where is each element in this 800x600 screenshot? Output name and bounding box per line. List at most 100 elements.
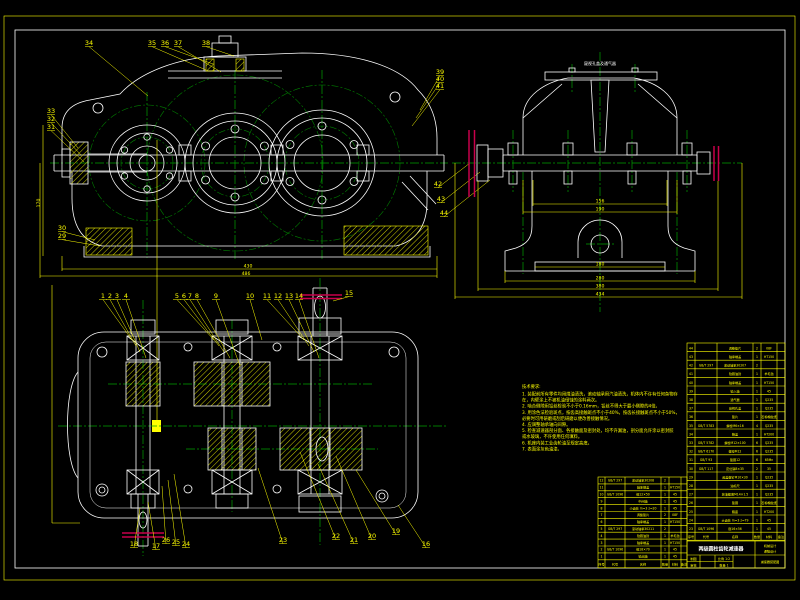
bom-cell: 45 xyxy=(767,389,771,393)
bom-cell: 1 xyxy=(756,355,758,359)
bom-cell: 2 xyxy=(756,346,758,350)
bom-header: 材料 xyxy=(672,561,678,566)
bom-cell: 羊毛毡 xyxy=(764,371,773,376)
dim-label: 430 xyxy=(244,264,253,270)
bom-cell: Q235 xyxy=(765,441,773,445)
bom-header: 序号 xyxy=(688,534,694,539)
bom-cell: 1 xyxy=(664,493,666,497)
callout-1: 1 xyxy=(101,292,105,300)
bom-cell: 23 xyxy=(689,527,693,531)
bom-cell: 3 xyxy=(601,541,603,545)
bom-cell: 45 xyxy=(673,555,677,559)
bom-cell: 垫圈 xyxy=(732,500,738,505)
bom-cell: 起盖螺钉M10×30 xyxy=(722,474,748,479)
callout-22: 22 xyxy=(332,532,340,540)
bom-cell: 36 xyxy=(689,415,693,419)
bom-cell: Q235 xyxy=(765,424,773,428)
frame-outer xyxy=(3,15,796,581)
bom-cell: 24 xyxy=(689,518,693,522)
callout-13: 13 xyxy=(285,292,293,300)
bom-cell: HT150 xyxy=(670,520,680,524)
bom-cell: 调整垫片 xyxy=(729,345,741,350)
bom-cell: 42 xyxy=(689,364,693,368)
bom-cell: 35 xyxy=(767,467,771,471)
bom-cell: 轴承端盖 xyxy=(637,540,649,545)
bom-cell: 39 xyxy=(689,389,693,393)
bom-cell: 1 xyxy=(756,493,758,497)
bom-cell: 螺栓M12×100 xyxy=(724,440,745,445)
bom-cell: 40 xyxy=(689,381,693,385)
bom-cell: 毡圈油封 xyxy=(729,371,741,376)
callout-12: 12 xyxy=(274,292,282,300)
bom-cell: 32 xyxy=(689,450,693,454)
bom-cell: 4 xyxy=(756,424,758,428)
bom-cell: 2 xyxy=(601,548,603,552)
callout-40: 40 xyxy=(436,75,444,83)
bom-cell: 45 xyxy=(767,518,771,522)
callout-21: 21 xyxy=(350,536,358,544)
bom-cell: GB/T 1096 xyxy=(607,493,623,497)
bom-cell: 螺栓M6×16 xyxy=(726,423,743,428)
callout-36: 36 xyxy=(161,39,169,47)
bom-header: 材料 xyxy=(766,534,772,539)
callout-24: 24 xyxy=(182,540,190,548)
bom-cell: 30 xyxy=(689,467,693,471)
bom-cell: 28 xyxy=(689,484,693,488)
bom-cell: GB/T 5782 xyxy=(698,441,714,445)
callout-8: 8 xyxy=(195,292,199,300)
dim-label: 380 xyxy=(596,284,605,290)
bom-cell: 轴承端盖 xyxy=(637,485,649,490)
bom-cell: 43 xyxy=(689,355,693,359)
technical-notes: 技术要求:1. 装配前所有零件均用煤油清洗，滚动轴承用汽油清洗，机体内不许有任何… xyxy=(522,383,680,452)
bom-cell: HT150 xyxy=(670,486,680,490)
callout-43: 43 xyxy=(437,195,445,203)
drafter-label: 制图 xyxy=(690,556,696,561)
callout-14: 14 xyxy=(295,292,303,300)
note-line: 4. 应调整轴承轴向间隙。 xyxy=(522,421,570,428)
bom-cell: 1 xyxy=(756,527,758,531)
callout-11: 11 xyxy=(263,292,271,300)
bom-cell: Q235 xyxy=(765,450,773,454)
callout-37: 37 xyxy=(174,39,182,47)
bom-cell: 垫圈12 xyxy=(730,457,740,462)
bom-cell: 37 xyxy=(689,407,693,411)
bom-cell: 调整垫片 xyxy=(637,512,649,517)
bom-cell: 小齿轮 m=3 z=20 xyxy=(630,505,657,510)
bom-cell: 9 xyxy=(601,499,603,503)
bom-cell: 1 xyxy=(756,518,758,522)
bom-cell: 6 xyxy=(756,450,758,454)
bom-cell: 1 xyxy=(756,372,758,376)
bom-cell: 2 xyxy=(664,479,666,483)
dim-label: 434 xyxy=(596,292,605,298)
bom-cell: 滚动轴承30207 xyxy=(724,363,746,368)
callout-29: 29 xyxy=(58,232,66,240)
bom-cell: 11 xyxy=(600,486,604,490)
bom-cell: 1 xyxy=(756,510,758,514)
bom-cell: GB/T 5783 xyxy=(698,424,714,428)
callout-23: 23 xyxy=(279,536,287,544)
bom-cell: GB/T 1096 xyxy=(607,548,623,552)
bom-cell: 1 xyxy=(756,501,758,505)
bom-cell: 33 xyxy=(689,441,693,445)
bom-cell: 1 xyxy=(664,548,666,552)
bom-cell: 2 xyxy=(664,513,666,517)
bom-cell: HT150 xyxy=(764,381,774,385)
bom-cell: 轴承端盖 xyxy=(729,354,741,359)
note-line: 7. 表面涂灰色油漆。 xyxy=(522,445,562,452)
note-line: 在，内壁涂上不被机油侵蚀的涂料两次。 xyxy=(522,397,599,404)
callout-33: 33 xyxy=(47,107,55,115)
bom-cell: 滚动轴承30208 xyxy=(632,478,654,483)
note-line: 5. 检查减速器剖分面、各接触面及密封处，均不许漏油，剖分面允许涂以密封胶 xyxy=(522,427,674,434)
note-line: 或水玻璃，不许使用任何填料。 xyxy=(522,433,582,440)
bom-cell: 键12×50 xyxy=(636,492,650,497)
bom-cell: HT200 xyxy=(764,510,774,514)
dim-label: 280 xyxy=(596,276,605,282)
qty-value: 数量 1 xyxy=(719,563,728,568)
